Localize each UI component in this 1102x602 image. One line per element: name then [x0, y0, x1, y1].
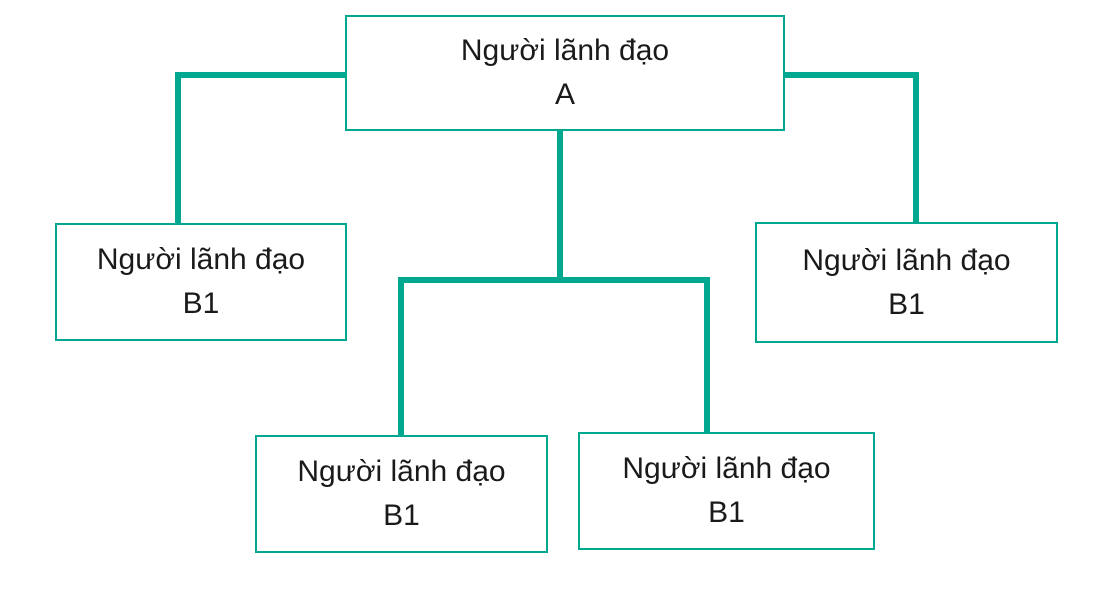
org-node-bottom-left: Người lãnh đạo B1 [255, 435, 548, 553]
org-node-title: Người lãnh đạo [96, 243, 306, 276]
org-node-subtitle: B1 [383, 499, 420, 532]
org-node-title: Người lãnh đạo [460, 34, 670, 67]
org-node-left: Người lãnh đạo B1 [55, 223, 347, 341]
org-node-bottom-right: Người lãnh đạo B1 [578, 432, 875, 550]
org-node-root: Người lãnh đạo A [345, 15, 785, 131]
connector-root-to-left-horizontal [175, 72, 347, 78]
org-node-subtitle: B1 [708, 496, 745, 529]
connector-to-bottom-right-vertical [704, 277, 710, 434]
org-node-subtitle: A [554, 78, 575, 111]
org-node-title: Người lãnh đạo [297, 455, 506, 488]
connector-bottom-branch-horizontal [398, 277, 710, 283]
org-node-subtitle: B1 [182, 287, 220, 320]
org-node-title: Người lãnh đạo [622, 452, 831, 485]
org-node-right: Người lãnh đạo B1 [755, 222, 1058, 343]
org-node-subtitle: B1 [888, 287, 925, 321]
org-node-title: Người lãnh đạo [802, 243, 1011, 277]
connector-root-to-left-vertical [175, 72, 181, 225]
connector-root-to-right-horizontal [783, 72, 919, 78]
connector-to-bottom-left-vertical [398, 277, 404, 437]
connector-root-to-right-vertical [913, 72, 919, 224]
connector-root-stem-vertical [557, 129, 563, 283]
